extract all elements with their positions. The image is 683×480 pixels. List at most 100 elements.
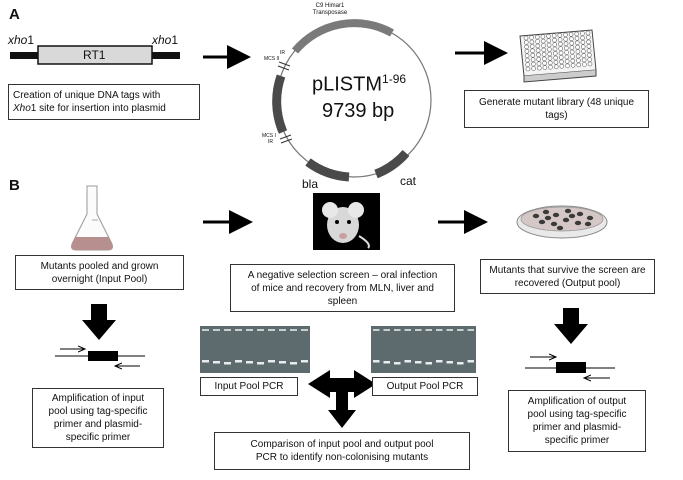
rt1-label: RT1: [83, 48, 106, 62]
well: [570, 54, 575, 59]
well: [568, 32, 574, 37]
gel-band: [394, 362, 401, 365]
gel-well: [235, 329, 242, 331]
well: [540, 34, 546, 39]
well: [523, 40, 529, 45]
well: [574, 31, 580, 37]
xho-right-italic: xho: [152, 33, 172, 47]
colony: [552, 212, 560, 218]
well: [551, 33, 557, 39]
well: [536, 56, 542, 62]
well: [586, 43, 592, 49]
gel-well: [290, 329, 297, 331]
ermam-segment: [272, 74, 288, 134]
well: [541, 56, 547, 62]
gel-band: [436, 360, 443, 363]
well: [553, 59, 559, 65]
well: [525, 62, 531, 67]
well: [559, 64, 565, 69]
gel-band: [404, 360, 411, 363]
colony: [584, 221, 592, 227]
gel-band: [467, 360, 474, 363]
plasmid-map: [272, 19, 432, 182]
well: [552, 37, 557, 43]
amp-output-box: Amplification of output pool using tag-s…: [508, 390, 646, 452]
gel-well: [257, 329, 264, 331]
flask-icon: [71, 185, 113, 251]
panel-a-letter: A: [9, 6, 20, 23]
well: [563, 45, 569, 51]
output-pcr-label: Output Pool PCR: [372, 377, 478, 396]
bla-label: bla: [302, 177, 319, 191]
gel-band: [415, 361, 422, 364]
well: [535, 48, 541, 53]
well: [582, 62, 587, 67]
well: [587, 61, 593, 67]
well: [580, 44, 586, 50]
gel-well: [301, 329, 308, 331]
gel-well: [394, 329, 401, 331]
well: [569, 40, 575, 46]
gel-band: [202, 360, 209, 363]
well: [524, 44, 529, 50]
panel-b-letter: B: [9, 177, 20, 194]
gel-band: [383, 361, 390, 364]
colony: [538, 219, 546, 225]
down-arrow-right: [554, 308, 588, 344]
gel-band: [213, 361, 220, 364]
well: [523, 35, 529, 41]
well: [542, 60, 547, 66]
colony: [562, 217, 570, 223]
well: [558, 46, 564, 51]
colony: [568, 213, 576, 219]
well: [547, 55, 553, 61]
ir-top-label: IR: [280, 50, 285, 56]
well: [586, 39, 591, 45]
well: [531, 61, 536, 67]
well: [558, 55, 564, 60]
well: [546, 38, 552, 43]
gel-well: [268, 329, 275, 331]
mouse-icon: [313, 193, 380, 250]
well: [569, 36, 574, 42]
well: [536, 65, 542, 71]
mcs2-label: MCS II: [264, 56, 280, 62]
cat-label: cat: [400, 174, 417, 188]
well: [563, 32, 568, 38]
well: [557, 32, 563, 38]
gel-band: [457, 362, 464, 365]
gel-well: [224, 329, 231, 331]
well: [536, 52, 541, 58]
gel-well: [279, 329, 286, 331]
gel-well: [383, 329, 390, 331]
well: [540, 38, 546, 44]
well: [535, 43, 541, 49]
well: [529, 39, 535, 45]
library-line-2: tags): [545, 110, 568, 121]
well: [581, 57, 587, 63]
gel-well: [425, 329, 432, 331]
well: [580, 39, 586, 45]
well: [525, 66, 531, 72]
bla-segment: [305, 158, 350, 182]
survive-line-1: Mutants that survive the screen are: [489, 264, 646, 276]
primer-diagram-left: [55, 349, 145, 366]
screen-box: A negative selection screen – oral infec…: [230, 264, 455, 312]
ir-bottom-label: IR: [268, 139, 273, 145]
gel-well: [373, 329, 380, 331]
well: [570, 63, 576, 68]
colony: [556, 225, 564, 231]
gel-well: [446, 329, 453, 331]
library-line-1: Generate mutant library (48 unique: [478, 97, 635, 108]
down-arrow-left: [82, 304, 116, 340]
well: [574, 35, 580, 41]
well: [564, 50, 569, 55]
well: [552, 51, 558, 56]
well: [529, 44, 535, 49]
well: [575, 44, 580, 50]
well: [580, 31, 585, 36]
well: [557, 37, 563, 43]
screen-line-3: spleen: [327, 295, 358, 307]
gel-well: [457, 329, 464, 331]
